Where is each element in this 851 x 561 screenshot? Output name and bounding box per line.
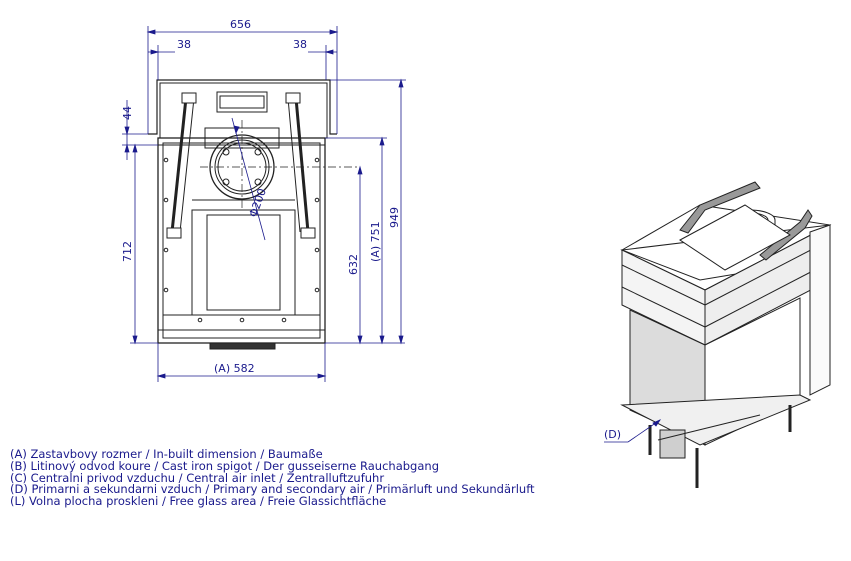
- legend-item: (D) Primarni a sekundarni vzduch / Prima…: [10, 482, 535, 497]
- callout-d: [604, 419, 662, 443]
- dim-diameter: Φ200: [247, 187, 269, 219]
- legend-item: (L) Volna plocha proskleni / Free glass …: [10, 494, 387, 509]
- dim-height-751: (A) 751: [369, 221, 382, 262]
- callout-d-label: (D): [604, 428, 621, 441]
- legend-item: (C) Centralni privod vzduchu / Central a…: [10, 470, 385, 485]
- front-view: [148, 79, 360, 350]
- dim-height-632: 632: [347, 254, 360, 275]
- dim-side-right: 38: [293, 38, 307, 51]
- dim-height-712: 712: [121, 241, 134, 262]
- dim-width-total: 656: [230, 18, 251, 31]
- legend: (A) Zastavbovy rozmer / In-built dimensi…: [10, 447, 535, 509]
- dim-height-44: 44: [121, 106, 134, 120]
- dimension-lines: [122, 26, 406, 382]
- legend-item: (B) Litinový odvod koure / Cast iron spi…: [10, 458, 439, 473]
- legend-item: (A) Zastavbovy rozmer / In-built dimensi…: [10, 447, 323, 461]
- dim-side-left: 38: [177, 38, 191, 51]
- isometric-view: [620, 181, 832, 488]
- dim-height-949: 949: [388, 207, 401, 228]
- dim-width-582: (A) 582: [214, 362, 255, 375]
